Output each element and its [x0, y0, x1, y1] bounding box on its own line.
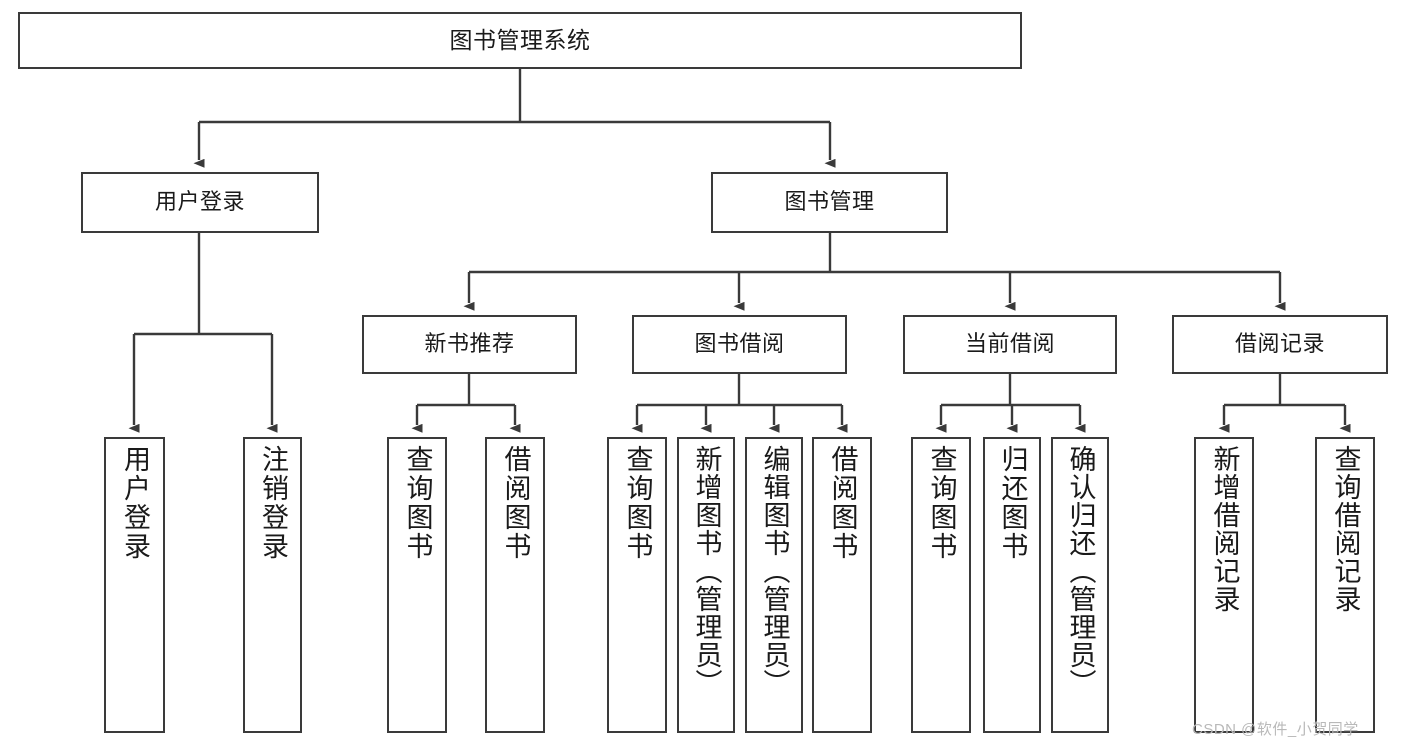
node-label: 归还图书 [997, 445, 1028, 561]
node-book-borrow[interactable]: 图书借阅 [632, 315, 847, 374]
node-label: 图书管理系统 [449, 26, 591, 53]
leaf-add-borrow-record[interactable]: 新增借阅记录 [1194, 437, 1254, 733]
leaf-user-login[interactable]: 用户登录 [104, 437, 165, 733]
node-label: 查询借阅记录 [1330, 445, 1361, 613]
node-label: 用户登录 [154, 189, 245, 215]
node-label: 查询图书 [402, 445, 433, 561]
node-label: 确认归还（管理员） [1065, 445, 1096, 697]
node-current-borrow[interactable]: 当前借阅 [903, 315, 1117, 374]
leaf-query-book-borrow[interactable]: 查询图书 [607, 437, 667, 733]
node-label: 图书管理 [784, 189, 875, 215]
leaf-borrow-book-recommend[interactable]: 借阅图书 [485, 437, 545, 733]
leaf-confirm-return-admin[interactable]: 确认归还（管理员） [1051, 437, 1109, 733]
leaf-edit-book-admin[interactable]: 编辑图书（管理员） [745, 437, 803, 733]
node-label: 编辑图书（管理员） [759, 445, 790, 697]
node-user-login[interactable]: 用户登录 [81, 172, 319, 233]
leaf-return-book[interactable]: 归还图书 [983, 437, 1041, 733]
leaf-add-book-admin[interactable]: 新增图书（管理员） [677, 437, 735, 733]
node-book-management[interactable]: 图书管理 [711, 172, 948, 233]
node-label: 新书推荐 [424, 331, 515, 357]
leaf-query-book-current[interactable]: 查询图书 [911, 437, 971, 733]
node-label: 新增图书（管理员） [691, 445, 722, 697]
node-label: 图书借阅 [694, 331, 785, 357]
leaf-query-borrow-record[interactable]: 查询借阅记录 [1315, 437, 1375, 733]
node-label: 查询图书 [622, 445, 653, 561]
node-label: 注销登录 [258, 445, 288, 561]
node-label: 当前借阅 [964, 331, 1055, 357]
node-new-book-recommend[interactable]: 新书推荐 [362, 315, 577, 374]
node-label: 用户登录 [120, 445, 150, 561]
node-label: 借阅图书 [827, 445, 858, 561]
node-label: 借阅图书 [500, 445, 531, 561]
node-label: 借阅记录 [1234, 331, 1325, 357]
leaf-borrow-book[interactable]: 借阅图书 [812, 437, 872, 733]
node-borrow-record[interactable]: 借阅记录 [1172, 315, 1388, 374]
csdn-watermark: CSDN @软件_小贺同学 [1192, 721, 1359, 738]
leaf-logout[interactable]: 注销登录 [243, 437, 302, 733]
leaf-query-book-recommend[interactable]: 查询图书 [387, 437, 447, 733]
node-label: 新增借阅记录 [1209, 445, 1240, 613]
node-label: 查询图书 [926, 445, 957, 561]
node-root[interactable]: 图书管理系统 [18, 12, 1022, 69]
